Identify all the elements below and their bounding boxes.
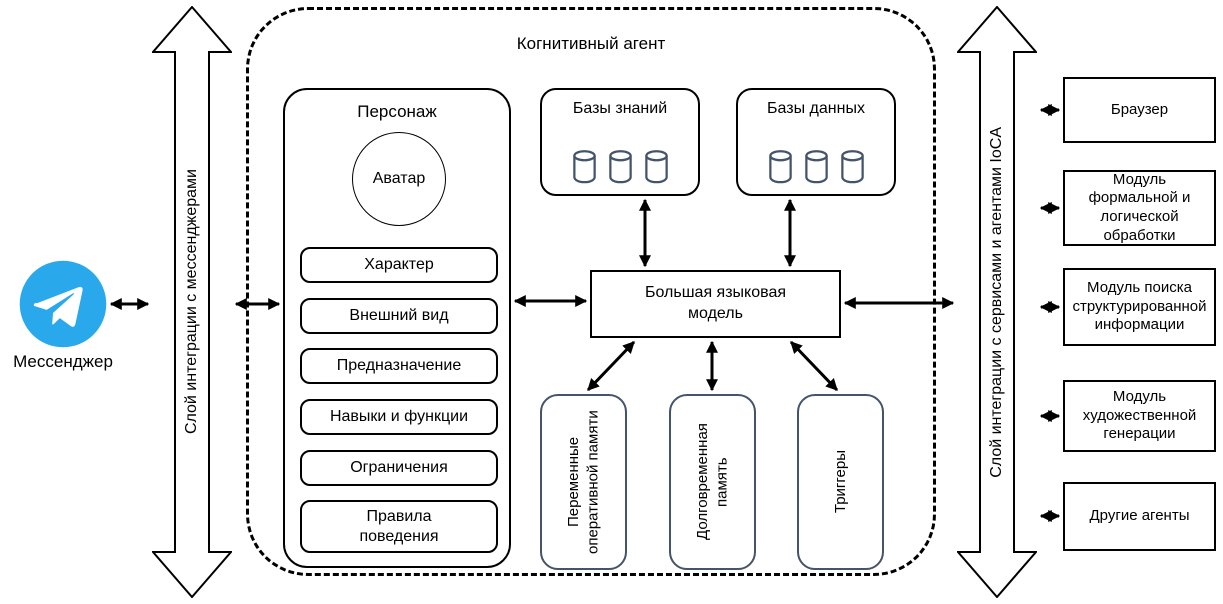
persona-item-behavior-rules: Правила поведения: [300, 500, 498, 553]
messenger-label: Мессенджер: [13, 352, 113, 371]
messenger-integration-layer: Слой интеграции с мессенджерами: [152, 6, 232, 598]
database-cylinder-icon: [840, 150, 864, 184]
memory-box-triggers: Триггеры: [797, 394, 884, 570]
service-box-other-agents: Другие агенты: [1063, 482, 1216, 551]
databases-box: Базы данных: [736, 88, 896, 196]
service-box-browser: Браузер: [1063, 77, 1216, 143]
llm-label: Большая языковая модель: [644, 284, 787, 322]
persona-item-limitations: Ограничения: [300, 450, 498, 486]
persona-item-character: Характер: [300, 247, 498, 283]
database-cylinder-icon: [768, 150, 792, 184]
databases-title: Базы данных: [767, 100, 865, 117]
avatar-label: Аватар: [372, 170, 426, 187]
telegram-icon: [19, 260, 107, 348]
services-integration-layer-label: Слой интеграции с сервисами и агентами I…: [988, 126, 1005, 478]
double-arrow-shape: [957, 6, 1037, 598]
llm-box: Большая языковая модель: [590, 270, 841, 338]
messenger-integration-layer-label: Слой интеграции с мессенджерами: [183, 169, 200, 435]
cognitive-agent-title: Когнитивный агент: [516, 34, 666, 53]
persona-item-appearance: Внешний вид: [300, 298, 498, 334]
database-cylinder-icon: [608, 150, 632, 184]
database-cylinder-icon: [572, 150, 596, 184]
persona-box: Персонаж Аватар Характер Внешний вид Пре…: [283, 88, 511, 568]
memory-box-ram-variables: Переменные оперативной памяти: [540, 394, 627, 570]
database-cylinder-icon: [804, 150, 828, 184]
cognitive-agent-container: [246, 7, 936, 576]
memory-box-long-term: Долговременная память: [669, 394, 756, 570]
service-box-formal-logic-module: Модуль формальной и логической обработки: [1063, 170, 1216, 246]
persona-title: Персонаж: [357, 102, 437, 121]
persona-item-skills: Навыки и функции: [300, 399, 498, 435]
service-box-art-generation-module: Модуль художественной генерации: [1063, 380, 1216, 452]
service-box-structured-search-module: Модуль поиска структурированной информац…: [1063, 268, 1216, 346]
double-arrow-shape: [152, 6, 232, 598]
services-integration-layer: Слой интеграции с сервисами и агентами I…: [957, 6, 1037, 598]
persona-item-purpose: Предназначение: [300, 348, 498, 384]
avatar-circle: Аватар: [352, 132, 446, 226]
database-cylinder-icon: [644, 150, 668, 184]
knowledge-bases-box: Базы знаний: [540, 88, 700, 196]
knowledge-bases-title: Базы знаний: [572, 100, 668, 117]
